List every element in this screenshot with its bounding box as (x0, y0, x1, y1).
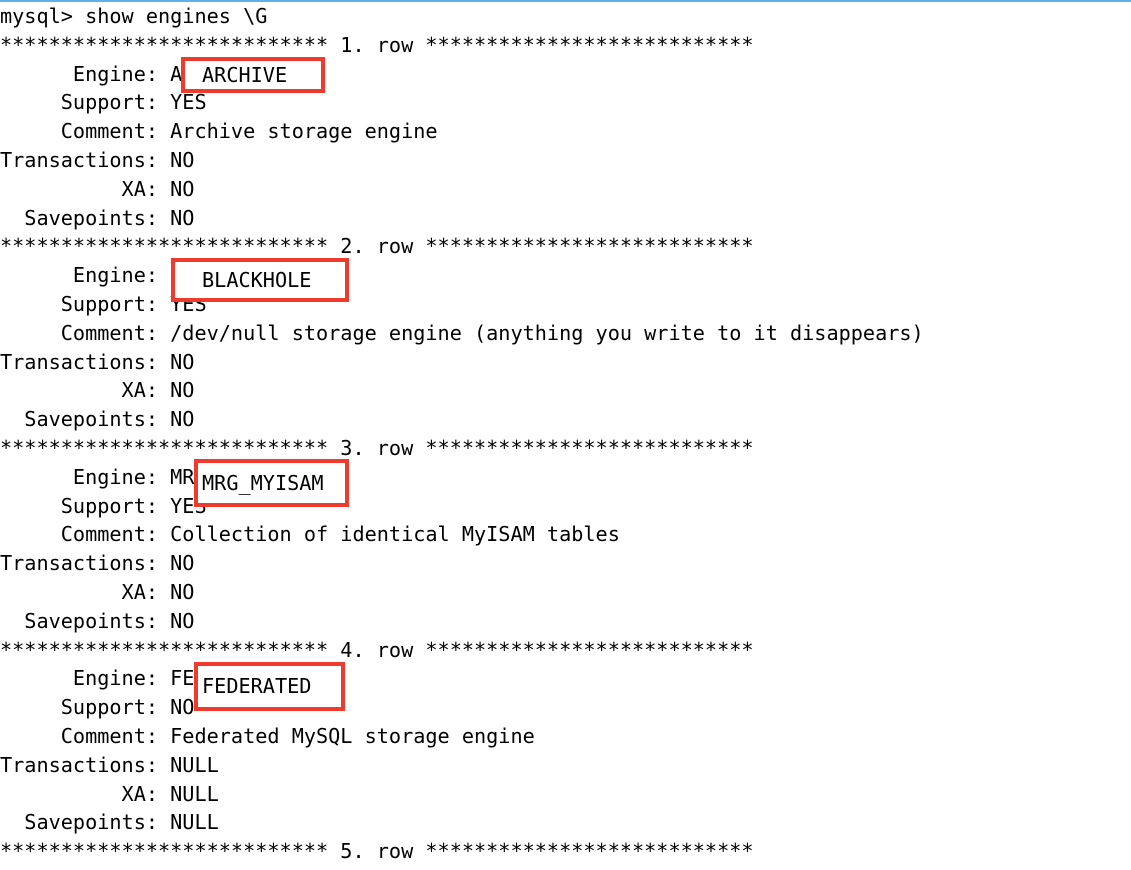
output-line: Engine: ARCHIVE (0, 61, 256, 86)
output-line: Transactions: NO (0, 551, 195, 576)
output-line: Support: NO (0, 695, 195, 720)
output-line: Savepoints: NULL (0, 810, 219, 835)
output-line: Transactions: NULL (0, 752, 219, 777)
output-line: Comment: Collection of identical MyISAM … (0, 522, 620, 547)
output-line: XA: NO (0, 579, 195, 604)
output-line: *************************** 1. row *****… (0, 32, 754, 57)
output-line: Comment: /dev/null storage engine (anyth… (0, 320, 924, 345)
output-line: Support: YES (0, 493, 207, 518)
engine-name-archive: ARCHIVE (202, 62, 288, 87)
output-line: Savepoints: NO (0, 205, 195, 230)
output-line: XA: NULL (0, 781, 219, 806)
engine-name-federated: FEDERATED (202, 674, 312, 699)
highlight-box-federated (194, 662, 345, 711)
engine-name-blackhole: BLACKHOLE (202, 267, 312, 292)
output-line: Savepoints: NO (0, 407, 195, 432)
highlight-box-archive (181, 57, 325, 93)
output-line: XA: NO (0, 176, 195, 201)
output-line: Engine: BLACKHOLE (0, 263, 280, 288)
output-line: XA: NO (0, 378, 195, 403)
output-line: Support: YES (0, 90, 207, 115)
window-top-rule (0, 0, 1131, 2)
output-line: Engine: MRG_MYISAM (0, 464, 292, 489)
output-line: Savepoints: NO (0, 608, 195, 633)
output-line: *************************** 2. row *****… (0, 234, 754, 259)
output-line: *************************** 4. row *****… (0, 637, 754, 662)
output-line: Engine: FEDERATED (0, 666, 280, 691)
engine-name-mrg_myisam: MRG_MYISAM (202, 470, 324, 495)
output-line: *************************** 3. row *****… (0, 435, 754, 460)
prompt-line: mysql> show engines \G (0, 4, 268, 28)
output-line: *************************** 5. row *****… (0, 839, 754, 864)
output-line: Comment: Federated MySQL storage engine (0, 723, 535, 748)
output-line: Transactions: NO (0, 147, 195, 172)
output-line: Support: YES (0, 291, 207, 316)
highlight-box-blackhole (171, 258, 349, 302)
output-line: Comment: Archive storage engine (0, 119, 438, 144)
output-line: Transactions: NO (0, 349, 195, 374)
highlight-box-mrg_myisam (194, 459, 349, 507)
